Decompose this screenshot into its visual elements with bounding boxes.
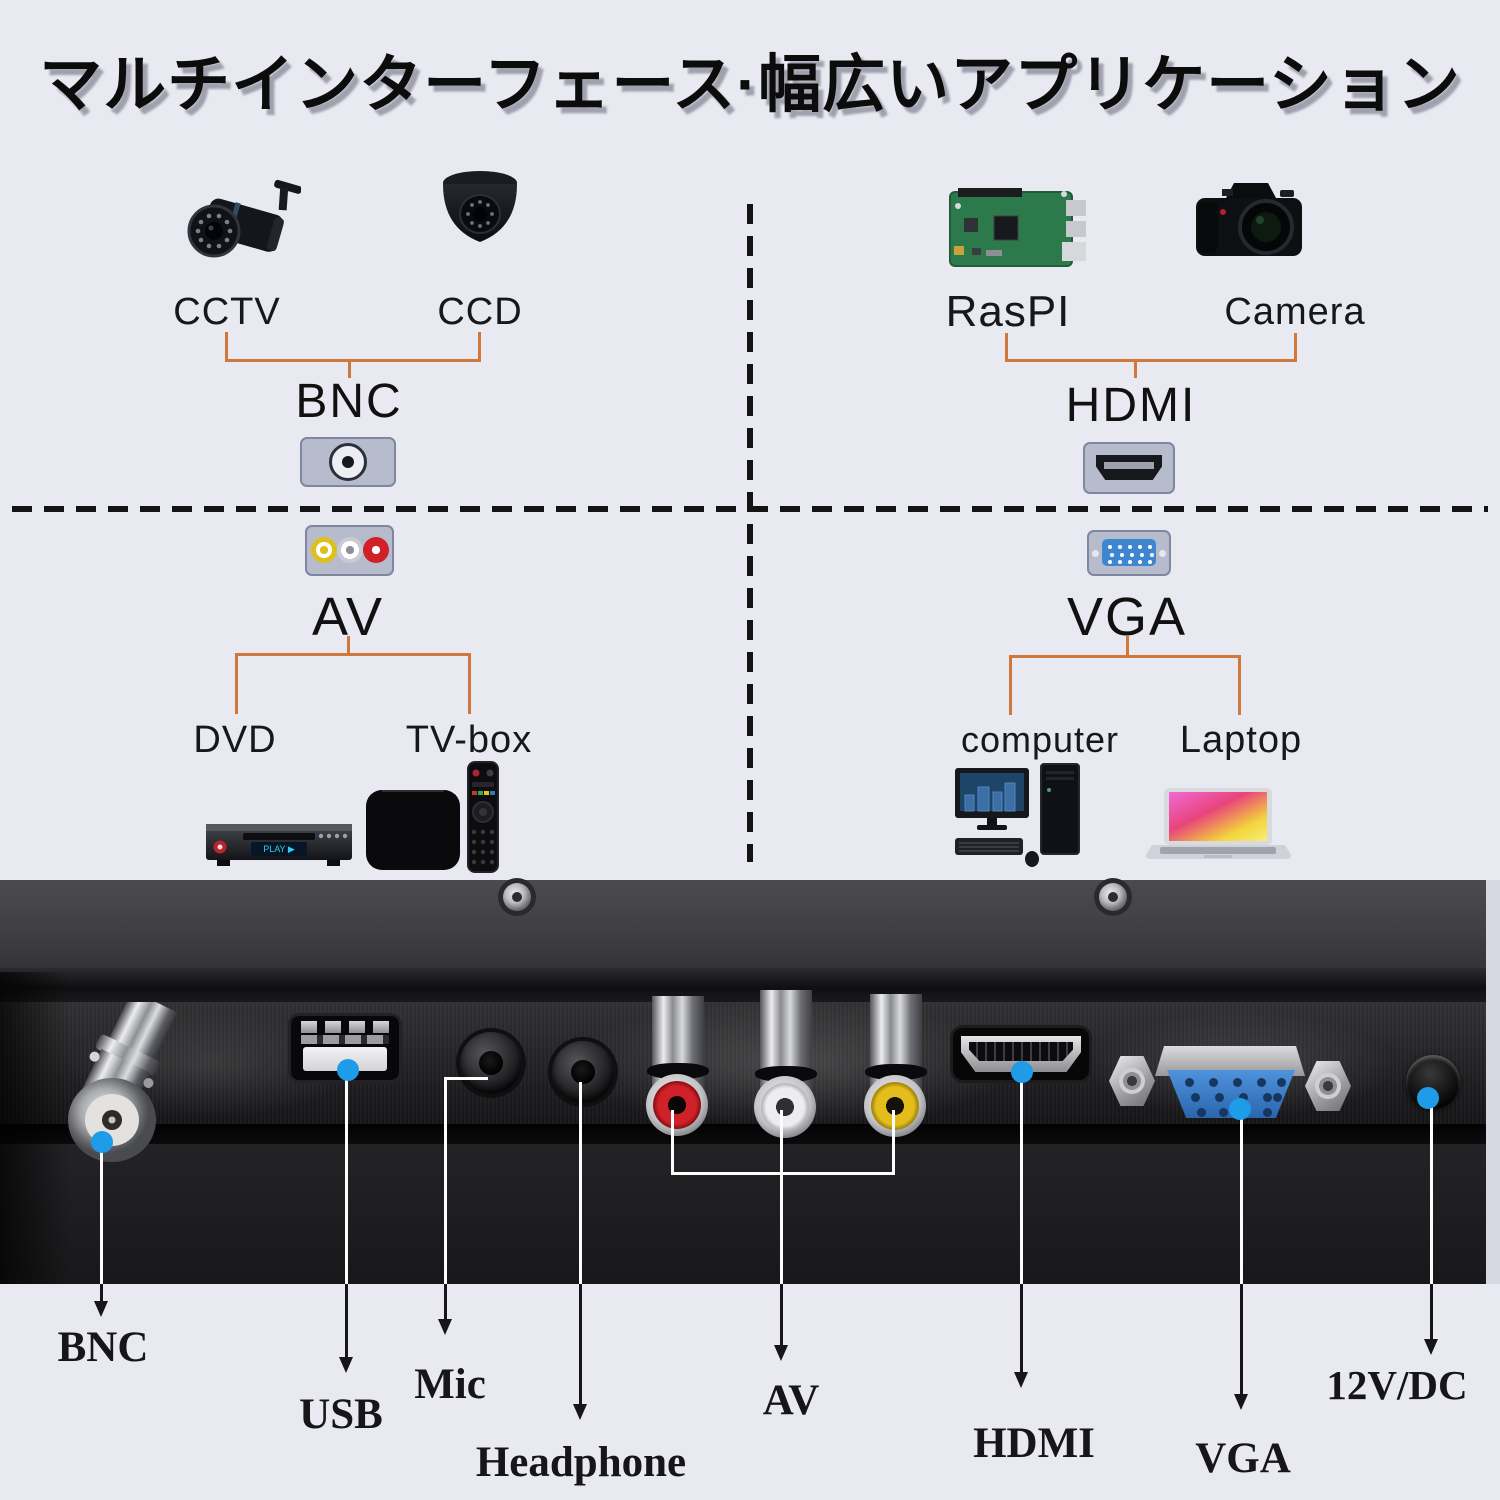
photo-right-edge: [1486, 880, 1500, 1284]
bnc-bracket-stem: [348, 359, 351, 378]
vga-connector-icon: [1087, 530, 1171, 576]
desktop-computer-image: [955, 763, 1080, 867]
vga-port-pins: [1185, 1078, 1194, 1087]
mic-port: [460, 1032, 522, 1094]
bnc-icon-pin: [342, 456, 354, 468]
av-connector-icon: [305, 525, 394, 576]
av-bracket-line: [671, 1172, 895, 1175]
mic-leader-elbow: [444, 1077, 488, 1080]
panel-top-casing: [0, 880, 1500, 972]
av-yellow-port: [864, 1075, 926, 1137]
dvd-label: DVD: [193, 719, 277, 761]
raspberry-pi-image: [949, 188, 1086, 267]
mic-leader-line: [444, 1077, 447, 1284]
ccd-label: CCD: [437, 291, 523, 333]
bnc-marker-dot: [91, 1131, 113, 1153]
hdmi-icon-plug: [1096, 455, 1162, 480]
headphone-rear-label: Headphone: [475, 1439, 687, 1486]
vga-icon-pins: [1108, 545, 1112, 549]
laptop-image: [1146, 788, 1291, 859]
cctv-camera-image: [187, 179, 301, 258]
tv-box-label: TV-box: [405, 719, 533, 761]
hdmi-rear-label: HDMI: [973, 1420, 1095, 1467]
vga-icon-screw-left: [1092, 550, 1099, 557]
panel-bottom: [0, 1144, 1500, 1284]
rca-yellow-collar: [865, 1064, 927, 1080]
dvd-player-image: PLAY ▶: [206, 824, 352, 866]
vertical-divider: [747, 204, 753, 862]
av-arrow: [774, 1284, 788, 1361]
headphone-port: [552, 1041, 614, 1103]
dc-rear-label: 12V/DC: [1326, 1362, 1468, 1408]
av-icon-white-jack: [337, 537, 363, 563]
usb-leader-line: [345, 1080, 348, 1284]
tv-box-image: [366, 761, 499, 873]
rca-white-collar: [755, 1066, 817, 1082]
rca-red-collar: [647, 1063, 709, 1079]
bnc-arrow: [94, 1284, 108, 1317]
dc-marker-dot: [1417, 1087, 1439, 1109]
bnc-port-label: BNC: [295, 375, 403, 428]
hdmi-bracket: [1005, 333, 1297, 362]
hdmi-bracket-stem: [1134, 359, 1137, 378]
av-rear-label: AV: [762, 1377, 820, 1424]
hdmi-arrow: [1014, 1284, 1028, 1388]
hdmi-connector-icon: [1083, 442, 1175, 494]
hdmi-port-label: HDMI: [1065, 379, 1197, 432]
mic-arrow: [438, 1284, 452, 1335]
bnc-rear-label: BNC: [57, 1324, 149, 1371]
panel-groove: [0, 1124, 1500, 1146]
mic-rear-label: Mic: [414, 1361, 486, 1408]
screw-hole-right: [1099, 883, 1127, 911]
camera-label: Camera: [1224, 291, 1366, 333]
av-bracket-stem: [347, 636, 350, 653]
av-bracket: [235, 653, 471, 714]
vga-port-label: VGA: [1066, 587, 1188, 647]
cctv-label: CCTV: [173, 291, 281, 333]
usb-arrow: [339, 1284, 353, 1373]
av-white-port: [754, 1076, 816, 1138]
raspi-label: RasPI: [945, 287, 1071, 336]
av-leader-line: [780, 1110, 783, 1284]
panel-left-shadow: [0, 972, 70, 1284]
vga-leader-line: [1240, 1116, 1243, 1284]
computer-label: computer: [960, 719, 1120, 760]
headphone-leader-line: [579, 1082, 582, 1284]
hdmi-leader-line: [1020, 1080, 1023, 1284]
vga-arrow: [1234, 1284, 1248, 1410]
hdmi-marker-dot: [1011, 1061, 1033, 1083]
svg-text:PLAY ▶: PLAY ▶: [263, 844, 295, 854]
av-port-label: AV: [311, 587, 385, 647]
bnc-icon-ring: [329, 443, 367, 481]
av-icon-red-jack: [363, 537, 389, 563]
av-red-port: [646, 1074, 708, 1136]
vga-icon-face: [1102, 539, 1156, 566]
ccd-dome-camera-image: [443, 171, 517, 242]
av-red-stub: [671, 1110, 674, 1175]
panel-ridge: [0, 968, 1500, 1004]
bnc-leader-line: [100, 1152, 103, 1284]
bnc-port: [68, 1002, 178, 1162]
av-icon-yellow-jack: [311, 537, 337, 563]
page-title: マルチインターフェース·幅広いアプリケーション: [39, 50, 1461, 120]
av-yellow-stub: [892, 1110, 895, 1175]
vga-rear-label: VGA: [1195, 1435, 1291, 1482]
dslr-camera-image: [1196, 183, 1302, 256]
usb-rear-label: USB: [299, 1391, 383, 1438]
vga-icon-screw-right: [1159, 550, 1166, 557]
usb-marker-dot: [337, 1059, 359, 1081]
bnc-connector-icon: [300, 437, 396, 487]
dc-arrow: [1424, 1284, 1438, 1355]
vga-bracket-stem: [1126, 636, 1129, 655]
laptop-label: Laptop: [1179, 719, 1303, 761]
headphone-arrow: [573, 1284, 587, 1420]
vga-bracket: [1009, 655, 1241, 715]
dc-leader-line: [1430, 1104, 1433, 1284]
screw-hole-left: [503, 883, 531, 911]
bnc-bracket: [225, 332, 481, 362]
vga-marker-dot: [1229, 1098, 1251, 1120]
